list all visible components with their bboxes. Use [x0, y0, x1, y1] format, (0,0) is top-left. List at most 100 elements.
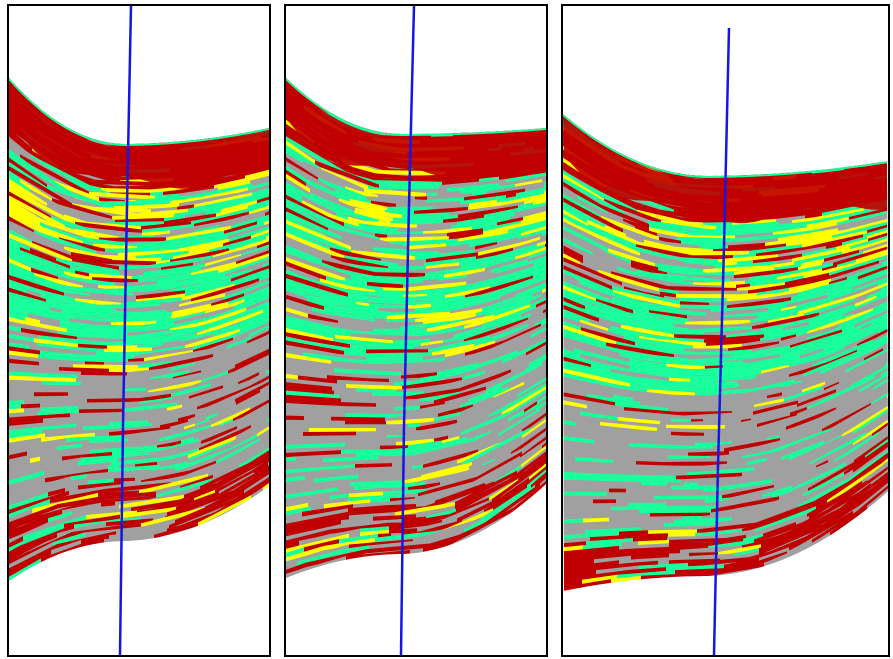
facies-strip	[676, 472, 742, 480]
facies-strip	[534, 347, 546, 359]
facies-strip	[250, 459, 269, 476]
facies-strip	[475, 242, 497, 251]
facies-strip	[485, 445, 542, 487]
facies-strip	[563, 221, 625, 256]
facies-strip	[563, 352, 582, 363]
facies-strip	[528, 252, 546, 263]
facies-strip	[467, 269, 491, 279]
facies-strip	[617, 570, 675, 579]
facies-strip	[325, 405, 346, 411]
facies-strip	[748, 493, 803, 516]
facies-strip	[9, 542, 53, 569]
facies-strip	[601, 215, 659, 241]
facies-strip	[69, 318, 111, 327]
facies-strip	[304, 416, 331, 422]
facies-strip	[382, 543, 430, 552]
facies-strip	[802, 278, 820, 286]
facies-strip	[563, 408, 580, 416]
facies-strip	[460, 384, 525, 416]
facies-strip	[322, 470, 374, 479]
facies-strip	[593, 252, 637, 274]
facies-strip	[563, 384, 613, 399]
facies-strip	[286, 475, 305, 483]
facies-strip	[9, 418, 43, 427]
facies-strip	[27, 446, 57, 456]
facies-strip	[85, 180, 114, 191]
facies-strip	[782, 369, 846, 397]
facies-strip	[485, 293, 541, 318]
facies-strip	[349, 445, 380, 451]
facies-strip	[9, 379, 42, 386]
facies-strip	[138, 360, 172, 369]
facies-strip	[47, 203, 107, 227]
facies-strip	[442, 178, 479, 186]
facies-strip	[784, 208, 808, 216]
facies-strip	[341, 306, 394, 317]
facies-strip	[522, 430, 546, 453]
facies-strip	[136, 290, 185, 300]
facies-strip	[286, 140, 315, 165]
facies-strip	[781, 334, 796, 342]
facies-strip	[174, 306, 234, 326]
facies-strip	[222, 258, 263, 276]
facies-strip	[366, 547, 382, 554]
facies-strip	[427, 299, 490, 316]
facies-strip	[661, 220, 716, 230]
facies-strip	[93, 522, 106, 528]
facies-strip	[141, 506, 205, 528]
facies-strip	[824, 403, 888, 445]
facies-strip	[459, 419, 501, 440]
facies-strip	[716, 393, 742, 400]
facies-strip	[801, 258, 824, 268]
facies-strip	[204, 307, 246, 326]
facies-strip	[122, 324, 175, 334]
facies-strip	[415, 249, 474, 261]
facies-strip	[324, 499, 370, 509]
facies-strip	[42, 426, 83, 435]
facies-strip	[788, 355, 811, 366]
facies-strip	[630, 379, 692, 390]
facies-strip	[95, 432, 109, 437]
facies-strip	[815, 406, 861, 433]
facies-strip	[9, 536, 23, 549]
facies-strip	[406, 388, 459, 401]
facies-strip	[754, 308, 781, 317]
facies-strip	[563, 463, 612, 472]
facies-strip	[286, 464, 355, 475]
facies-strip	[9, 254, 73, 282]
facies-strip	[803, 472, 844, 498]
facies-strip	[128, 431, 178, 443]
facies-strip	[206, 412, 218, 421]
facies-strip	[235, 222, 264, 235]
facies-strip	[146, 255, 213, 270]
facies-strip	[184, 482, 217, 499]
facies-strip	[754, 404, 797, 419]
facies-strip	[78, 435, 122, 442]
facies-strip	[231, 265, 269, 283]
facies-strip	[649, 224, 699, 237]
facies-strip	[175, 490, 244, 525]
facies-strip	[64, 292, 115, 304]
facies-strip	[426, 252, 478, 264]
facies-strip	[41, 218, 99, 242]
facies-strip	[286, 446, 349, 454]
facies-strip	[486, 361, 542, 394]
facies-strip	[426, 469, 469, 486]
facies-strip	[850, 271, 888, 289]
facies-strip	[425, 481, 494, 511]
facies-strip	[394, 405, 420, 412]
facies-strip	[477, 451, 522, 481]
facies-strip	[201, 247, 269, 272]
facies-strip	[286, 353, 331, 365]
facies-strip	[671, 485, 718, 490]
facies-strip	[109, 528, 167, 540]
facies-strip	[286, 136, 348, 177]
facies-strip	[458, 229, 508, 243]
facies-strip	[663, 461, 727, 466]
facies-strip	[9, 499, 50, 519]
facies-strip	[286, 398, 330, 406]
facies-strip	[220, 336, 264, 359]
facies-strip	[616, 499, 673, 504]
facies-strip	[828, 433, 872, 464]
facies-strip	[303, 431, 356, 437]
